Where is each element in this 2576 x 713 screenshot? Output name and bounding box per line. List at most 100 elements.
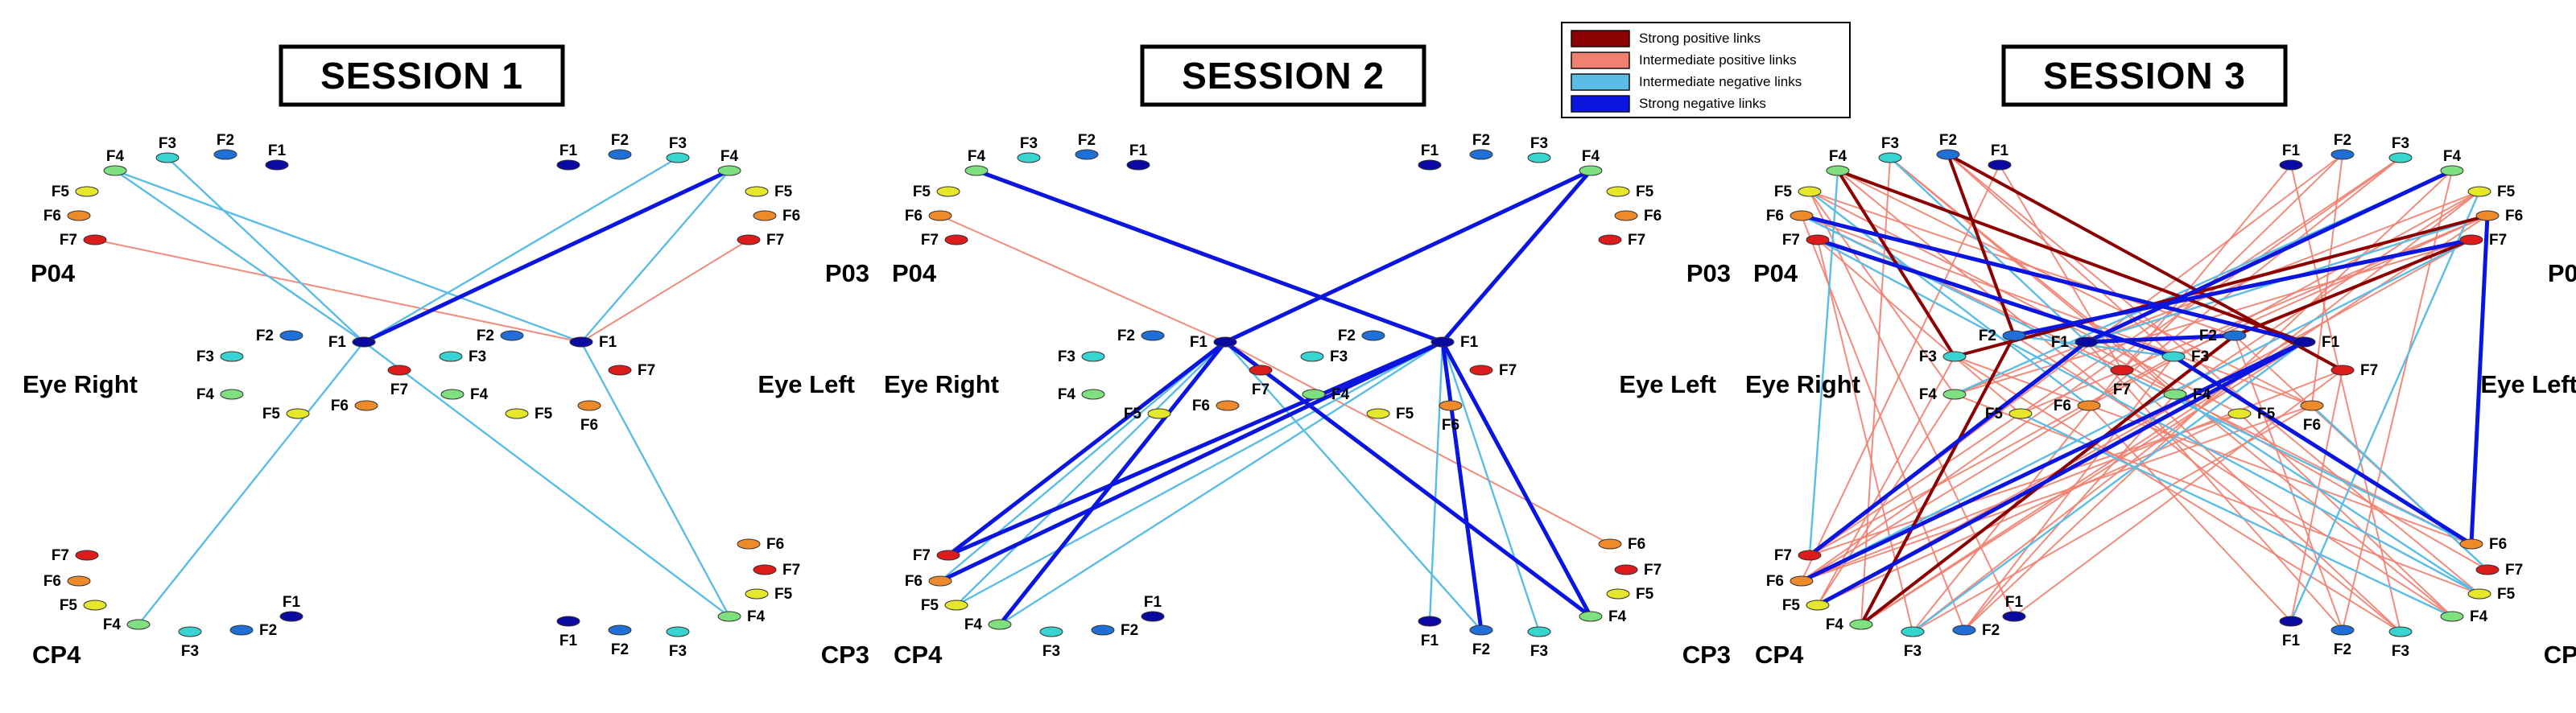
link-sn (1440, 340, 1484, 633)
electrode-label: F4 (1582, 148, 1600, 165)
links (938, 168, 1611, 633)
link-in (362, 156, 679, 344)
link-ip (1224, 341, 1611, 545)
electrode-label: F4 (470, 386, 489, 403)
electrode-label: F1 (268, 142, 287, 159)
region-label-bottom-left: CP4 (894, 641, 943, 669)
electrode-node (717, 165, 741, 176)
electrode-label: F1 (1460, 334, 1479, 351)
electrode-node (2459, 234, 2483, 245)
electrode-label: F3 (2392, 135, 2409, 152)
electrode-label: F3 (1042, 643, 1060, 660)
link-in (998, 340, 1444, 626)
electrode-label: F4 (1608, 608, 1627, 625)
electrode-node (608, 624, 632, 636)
electrode-label: F6 (782, 208, 800, 225)
region-label-mid-right: Eye Left (1619, 370, 1716, 398)
electrode-label: F2 (2199, 328, 2217, 344)
electrode-node (2110, 365, 2134, 376)
region-label-bottom-right: CP3 (821, 641, 869, 669)
electrode-label: F2 (1472, 641, 1490, 658)
electrode-label: F2 (1979, 328, 1996, 344)
electrode-node (279, 611, 303, 622)
link-in (1428, 340, 1444, 623)
electrode-node (2279, 159, 2303, 171)
electrode-node (556, 159, 580, 171)
session-title-box (2001, 44, 2288, 107)
link-ip (1817, 394, 1955, 606)
electrode-node (1806, 234, 1830, 245)
electrode-node (2002, 611, 2026, 622)
link-sp (1860, 334, 2016, 626)
link-sn (1223, 340, 1593, 619)
electrode-node (2077, 400, 2101, 411)
electrode-label: F5 (2257, 406, 2276, 422)
electrode-node (1798, 550, 1822, 561)
electrode-label: F3 (669, 135, 687, 152)
region-label-top-right: P03 (2548, 259, 2576, 287)
electrode-label: F4 (1331, 386, 1350, 403)
electrode-node (178, 626, 202, 637)
electrode-label: F5 (774, 183, 793, 200)
link-ip (1860, 341, 2305, 625)
electrode-node (1469, 624, 1493, 636)
electrode-node (505, 408, 529, 419)
electrode-node (354, 400, 378, 411)
electrode-node (608, 365, 632, 376)
electrode-node (126, 619, 151, 630)
electrode-label: F5 (1124, 406, 1142, 422)
electrode-label: F6 (1766, 208, 1784, 225)
electrode-node (737, 234, 761, 245)
link-ip (580, 239, 749, 343)
region-label-top-right: P03 (1686, 259, 1731, 287)
link-ip (1809, 413, 2240, 556)
electrode-label: F7 (1644, 562, 1662, 579)
electrode-node (1790, 210, 1814, 221)
electrode-node (2330, 149, 2355, 160)
electrode-node (737, 538, 761, 550)
electrode-label: F4 (720, 148, 739, 165)
link-ip (2311, 154, 2343, 406)
link-ip (2088, 157, 2401, 406)
link-sp (1836, 169, 2306, 344)
link-in (166, 156, 365, 344)
electrode-node (1216, 400, 1240, 411)
electrode-node (1614, 564, 1638, 575)
electrode-label: F3 (2191, 348, 2209, 365)
electrode-node (944, 600, 968, 611)
link-ip (1912, 405, 2313, 633)
link-ip (1889, 157, 2453, 617)
electrode-label: F5 (1774, 183, 1793, 200)
electrode-label: F1 (2282, 142, 2301, 159)
electrode-node (1469, 149, 1493, 160)
electrode-node (75, 550, 99, 561)
electrode-node (286, 408, 310, 419)
electrode-label: F4 (747, 608, 766, 625)
electrode-node (2440, 165, 2464, 176)
electrode-label: F4 (2443, 148, 2462, 165)
electrode-node (2292, 336, 2316, 348)
electrode-node (2008, 408, 2033, 419)
electrode-label: F1 (1421, 142, 1439, 159)
electrode-node (1849, 619, 1873, 630)
links (94, 156, 749, 626)
electrode-node (352, 336, 376, 348)
electrode-label: F7 (390, 381, 408, 398)
electrode-label: F4 (968, 148, 986, 165)
link-ip (2121, 154, 2343, 371)
legend-label-in: Intermediate negative links (1639, 74, 1802, 89)
link-sn (1807, 340, 2089, 558)
electrode-node (1579, 165, 1603, 176)
electrode-label: F2 (256, 328, 274, 344)
electrode-node (1469, 365, 1493, 376)
electrode-label: F6 (43, 208, 61, 225)
electrode-label: F7 (921, 232, 939, 249)
session-title-box (279, 44, 565, 107)
link-ip (1947, 154, 2174, 357)
links (1799, 153, 2490, 633)
electrode-label: F5 (774, 586, 793, 603)
session-title-box (1140, 44, 1426, 107)
